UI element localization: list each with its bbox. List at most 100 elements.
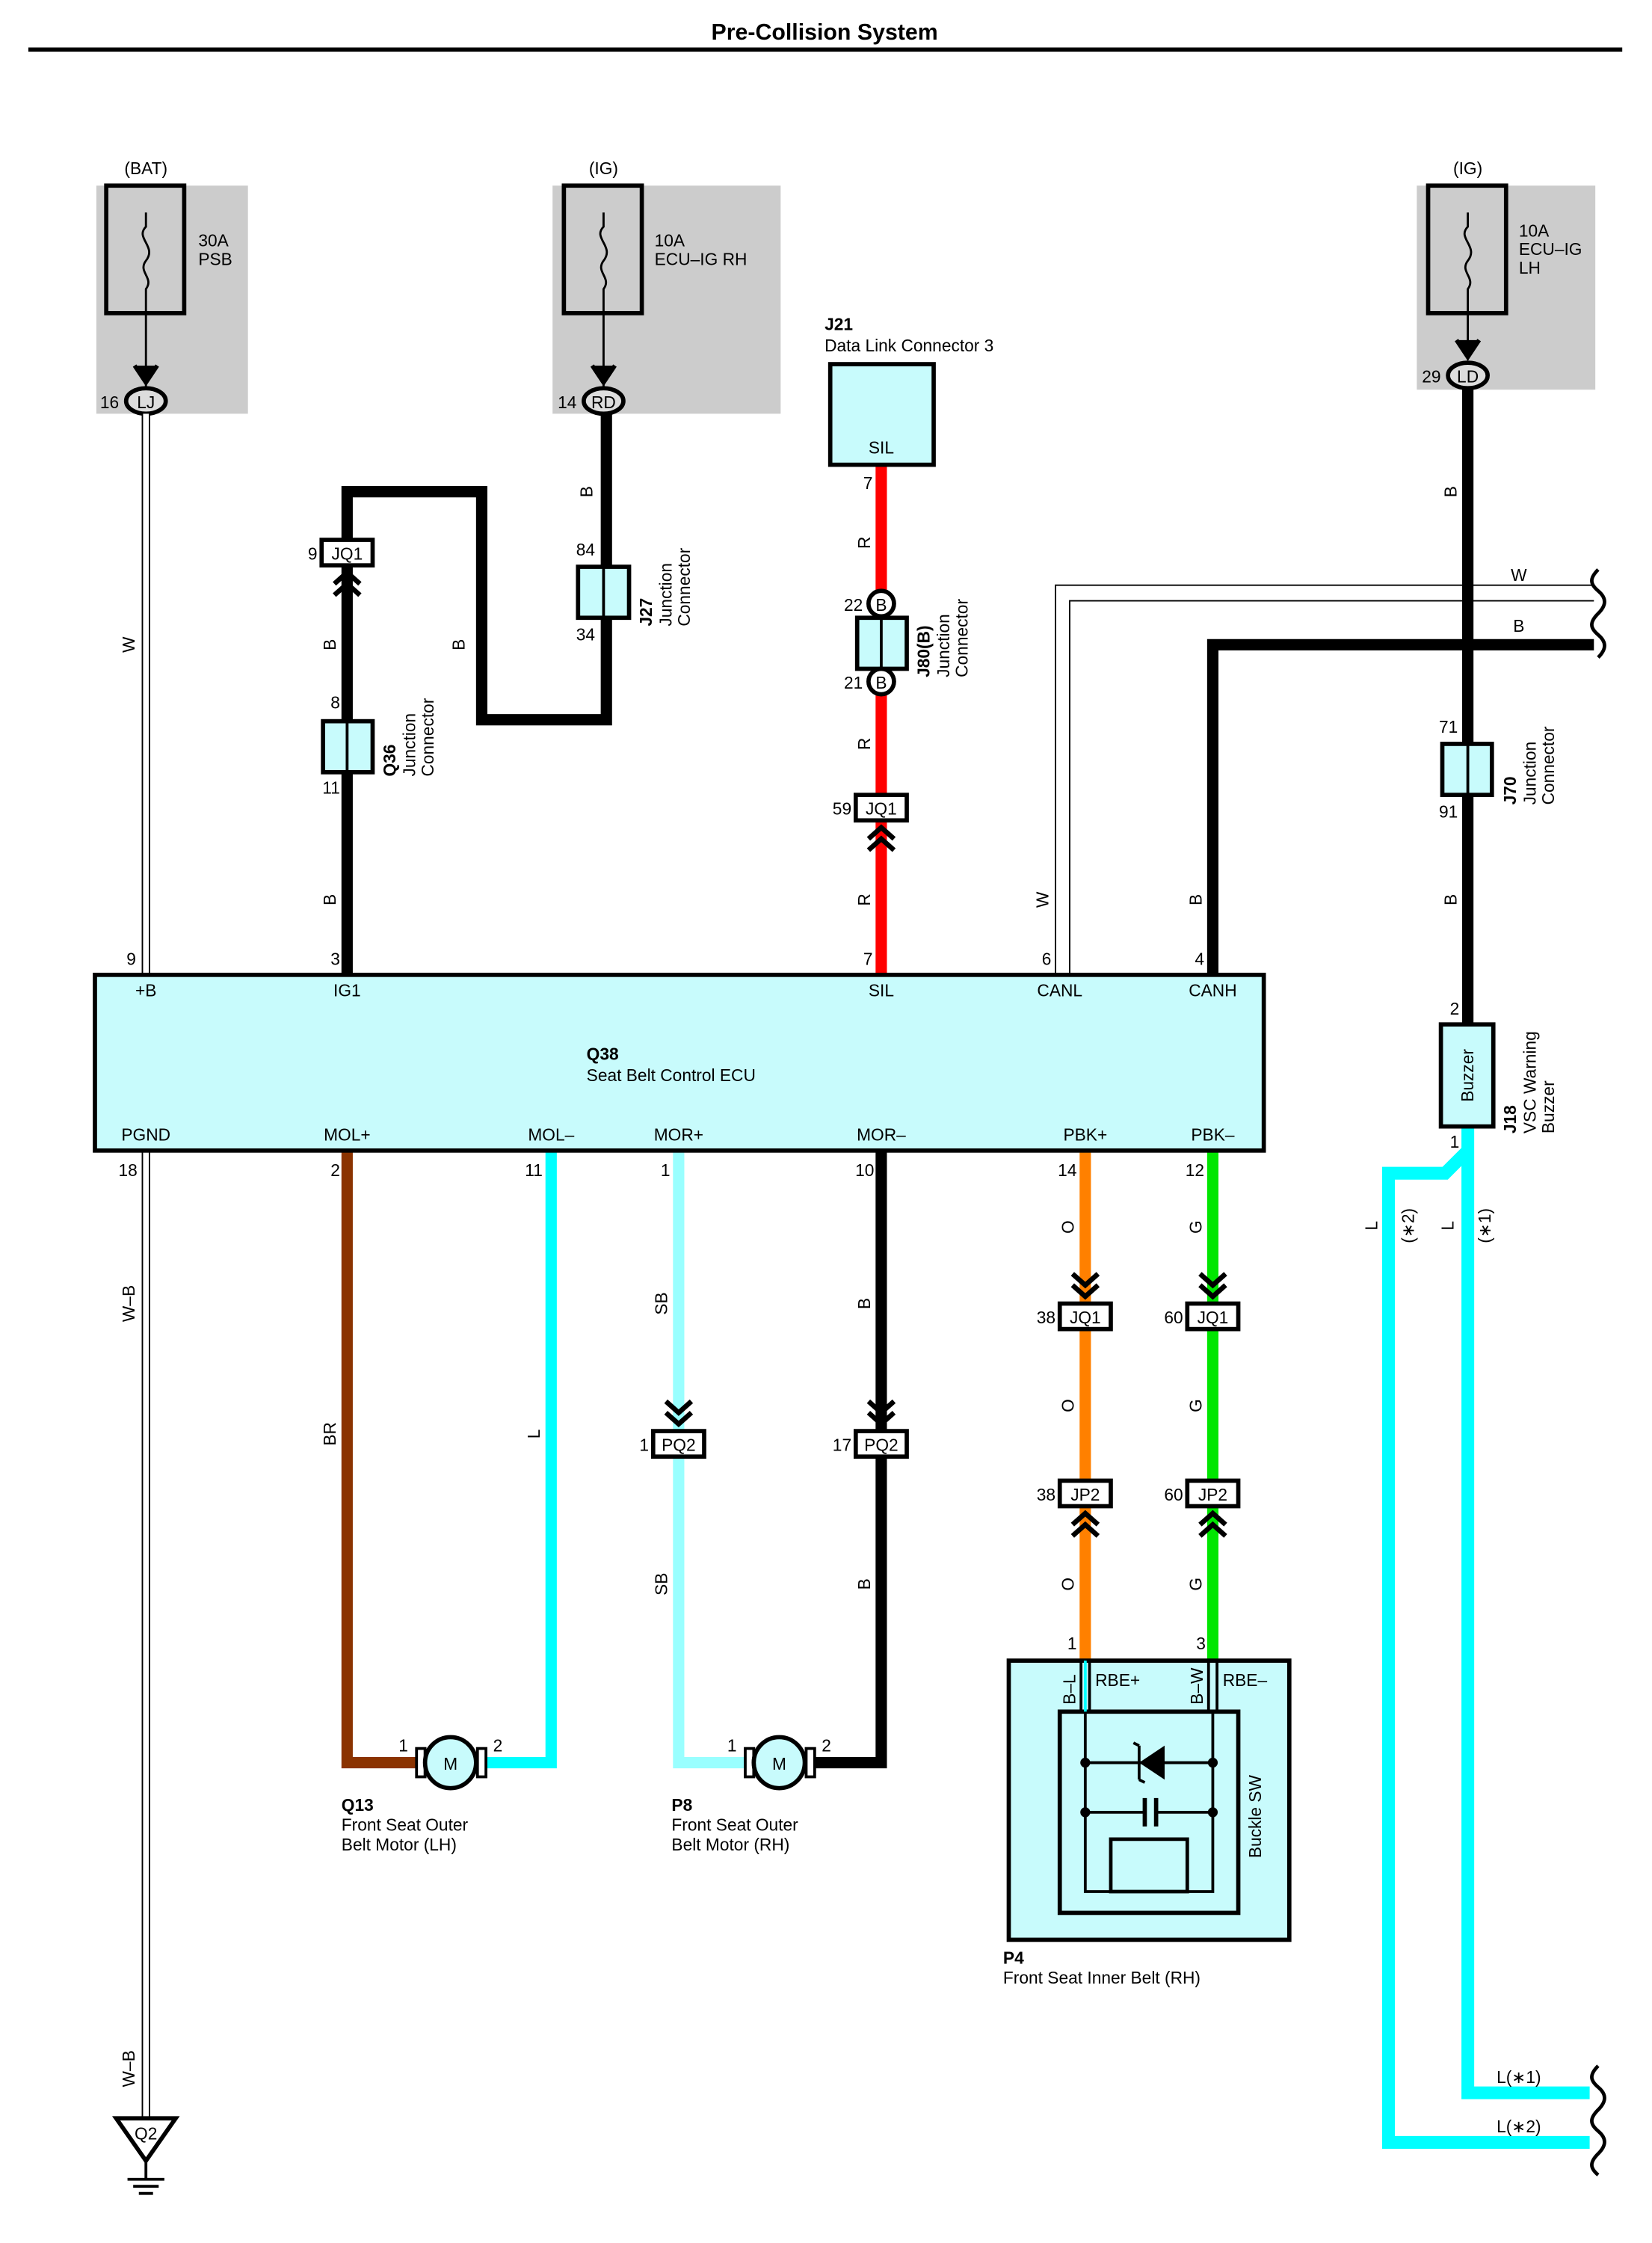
wire-canl: W W (1033, 565, 1594, 975)
svg-text:2: 2 (822, 1735, 831, 1755)
svg-text:JQ1: JQ1 (1198, 1308, 1229, 1327)
svg-text:60: 60 (1164, 1485, 1183, 1504)
wire-pgnd: W–B W–B (119, 1150, 150, 2119)
wire-mor: SB SB B B (652, 1150, 887, 1769)
svg-text:Q36: Q36 (380, 745, 399, 777)
svg-text:B–W: B–W (1187, 1667, 1206, 1705)
wire-ig-lh: B B (1440, 388, 1474, 1025)
svg-text:29: 29 (1422, 367, 1440, 387)
svg-text:W–B: W–B (119, 2050, 138, 2087)
svg-text:MOR–: MOR– (857, 1125, 906, 1145)
svg-text:R: R (854, 738, 874, 750)
svg-text:B: B (1186, 894, 1205, 905)
svg-text:91: 91 (1439, 801, 1458, 821)
svg-text:CANH: CANH (1189, 980, 1236, 1000)
svg-text:1: 1 (398, 1735, 408, 1755)
svg-text:LH: LH (1519, 258, 1541, 277)
svg-text:Front Seat Outer: Front Seat Outer (342, 1815, 469, 1835)
svg-text:MOL+: MOL+ (324, 1125, 371, 1145)
svg-text:PQ2: PQ2 (662, 1436, 696, 1455)
svg-text:1: 1 (639, 1436, 649, 1455)
svg-text:LJ: LJ (137, 393, 155, 412)
svg-text:Q13: Q13 (342, 1795, 374, 1815)
svg-text:Q2: Q2 (135, 2124, 157, 2144)
svg-text:60: 60 (1164, 1308, 1183, 1327)
svg-text:IG1: IG1 (333, 980, 361, 1000)
svg-text:PBK–: PBK– (1191, 1125, 1234, 1145)
svg-text:16: 16 (100, 393, 119, 412)
svg-text:JQ1: JQ1 (1070, 1308, 1101, 1327)
svg-text:10A: 10A (1519, 221, 1550, 240)
svg-text:G: G (1186, 1578, 1205, 1591)
wire-pbk: O O O G G G (1058, 1150, 1219, 1661)
svg-text:B: B (576, 486, 596, 497)
svg-text:10A: 10A (655, 231, 685, 250)
svg-text:L(∗2): L(∗2) (1497, 2117, 1541, 2136)
svg-text:71: 71 (1439, 717, 1458, 736)
svg-text:11: 11 (525, 1160, 543, 1180)
svg-text:R: R (854, 537, 874, 549)
connector-chevron-icon (866, 824, 896, 852)
svg-text:LD: LD (1457, 367, 1479, 387)
svg-text:RD: RD (591, 393, 616, 412)
svg-text:Buckle SW: Buckle SW (1245, 1774, 1265, 1858)
ground-q2: Q2 (111, 2116, 180, 2195)
svg-text:ECU–IG: ECU–IG (1519, 239, 1582, 259)
svg-text:4: 4 (1195, 950, 1204, 969)
svg-text:(BAT): (BAT) (124, 159, 167, 178)
svg-text:MOL–: MOL– (528, 1125, 574, 1145)
svg-text:L: L (1361, 1221, 1381, 1231)
svg-text:9: 9 (126, 950, 136, 969)
svg-text:B: B (875, 673, 887, 692)
page-title: Pre-Collision System (711, 20, 937, 45)
svg-text:38: 38 (1037, 1308, 1055, 1327)
svg-text:JP2: JP2 (1070, 1485, 1100, 1504)
inline-connector-jq1_g: JQ1 60 (1164, 1272, 1241, 1332)
svg-text:1: 1 (1067, 1634, 1077, 1653)
svg-text:Connector: Connector (952, 599, 972, 677)
svg-text:7: 7 (863, 950, 873, 969)
svg-text:B: B (449, 639, 469, 650)
svg-text:M: M (443, 1754, 457, 1773)
svg-text:RBE+: RBE+ (1095, 1670, 1140, 1690)
svg-text:10: 10 (855, 1160, 874, 1180)
svg-text:59: 59 (833, 799, 851, 819)
svg-text:Seat Belt Control ECU: Seat Belt Control ECU (587, 1065, 756, 1085)
svg-text:14: 14 (558, 393, 576, 412)
svg-text:Junction: Junction (1520, 742, 1540, 805)
svg-text:L(∗1): L(∗1) (1497, 2067, 1541, 2087)
svg-text:G: G (1186, 1220, 1205, 1234)
wire-sil: R R R (854, 464, 887, 975)
svg-text:L: L (1438, 1221, 1458, 1231)
wire-mol: BR L (320, 1150, 557, 1769)
svg-text:Belt Motor (RH): Belt Motor (RH) (671, 1835, 789, 1854)
svg-text:B: B (320, 639, 339, 650)
svg-text:O: O (1058, 1399, 1078, 1412)
connector-chevron-icon (1070, 1272, 1100, 1300)
svg-text:SIL: SIL (869, 980, 894, 1000)
svg-text:Buzzer: Buzzer (1538, 1080, 1558, 1133)
svg-text:BR: BR (320, 1422, 339, 1446)
svg-text:Junction: Junction (934, 614, 953, 677)
svg-text:(∗1): (∗1) (1475, 1208, 1494, 1243)
svg-text:7: 7 (863, 473, 873, 493)
svg-text:J21: J21 (825, 315, 853, 334)
svg-text:38: 38 (1037, 1485, 1055, 1504)
svg-text:6: 6 (1042, 950, 1052, 969)
svg-text:(IG): (IG) (589, 159, 618, 178)
svg-text:1: 1 (661, 1160, 671, 1180)
